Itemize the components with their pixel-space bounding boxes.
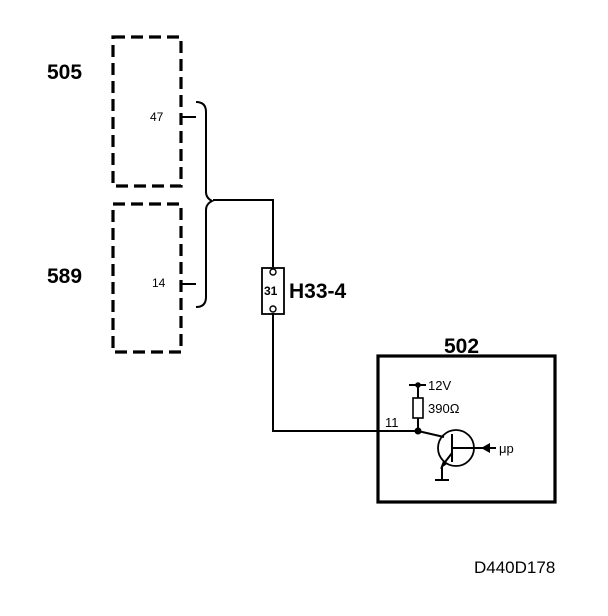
module-589-label: 589 [47, 265, 82, 288]
module-589-pin-label: 14 [152, 276, 166, 290]
connector-h33-4: 31 [261, 267, 285, 315]
resistor-value-label: 390Ω [428, 401, 460, 416]
splice-brace [195, 101, 215, 308]
module-502-internal-circuit: 12V 390Ω μp [409, 378, 514, 481]
module-502-pin-label: 11 [385, 415, 399, 430]
drawing-code: D440D178 [474, 558, 555, 577]
module-502-label: 502 [444, 335, 479, 358]
connector-terminal-bottom [269, 305, 277, 313]
module-505-box [111, 35, 183, 188]
transistor-collector [417, 430, 445, 438]
module-505-label: 505 [47, 61, 82, 84]
module-589-box [111, 202, 183, 354]
base-input-arrow [481, 443, 490, 453]
wire-to-connector [213, 199, 274, 267]
wire-to-module-502 [272, 313, 418, 432]
connector-pin-label: 31 [264, 284, 278, 298]
supply-voltage-label: 12V [428, 378, 451, 393]
module-502-box [376, 354, 557, 504]
module-505-pin-label: 47 [150, 110, 164, 124]
connector-terminal-top [269, 268, 277, 276]
resistor-symbol [412, 397, 424, 419]
microprocessor-label: μp [499, 441, 514, 456]
connector-label: H33-4 [289, 280, 347, 303]
